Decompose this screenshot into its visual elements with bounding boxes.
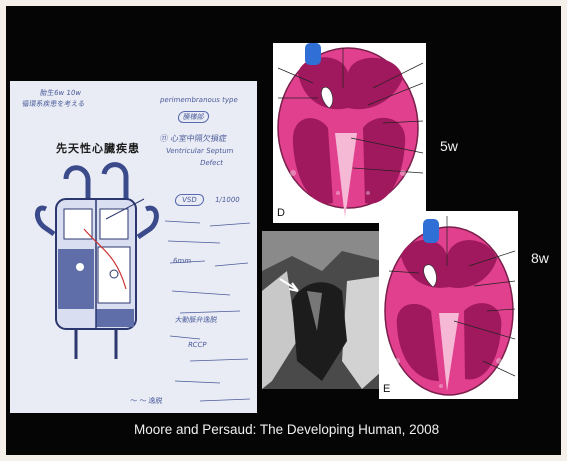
heart-schematic-diagram: [26, 159, 166, 371]
embryo-heart-panel-lower: E: [379, 211, 518, 399]
stage-label-upper: 5w: [440, 138, 458, 154]
source-caption: Moore and Persaud: The Developing Human,…: [134, 422, 439, 437]
embryo-heart-illustration: [379, 211, 518, 399]
svg-text:F: F: [265, 378, 269, 385]
note-line: perimembranous type: [159, 96, 238, 104]
handwritten-notes-photo: 胎生6w 10w 循環系疾患を考える perimembranous type 膜…: [10, 81, 257, 413]
stage-label-lower: 8w: [531, 250, 549, 266]
note-line: ⑪ 心室中隔欠損症: [159, 133, 227, 144]
note-line: 胎生6w 10w: [39, 88, 81, 98]
note-line: ～ ～ 逸脱: [129, 396, 163, 406]
note-line: Ventricular Septum: [165, 147, 233, 155]
note-line: VSD: [174, 194, 204, 206]
ultrasound-texture: F: [262, 231, 382, 389]
embryo-heart-panel-upper: D: [273, 43, 426, 223]
embryo-heart-illustration: [273, 43, 426, 223]
notes-title: 先天性心臓疾患: [56, 140, 140, 156]
note-line: 循環系疾患を考える: [21, 99, 85, 109]
panel-letter-upper: D: [277, 207, 285, 219]
note-line: 膜様部: [177, 111, 210, 123]
note-line: Defect: [199, 159, 223, 167]
pen-annotations: [160, 211, 255, 411]
panel-letter-lower: E: [383, 383, 390, 395]
note-line: 1/1000: [214, 196, 240, 204]
ultrasound-scan-image: F: [262, 231, 382, 389]
